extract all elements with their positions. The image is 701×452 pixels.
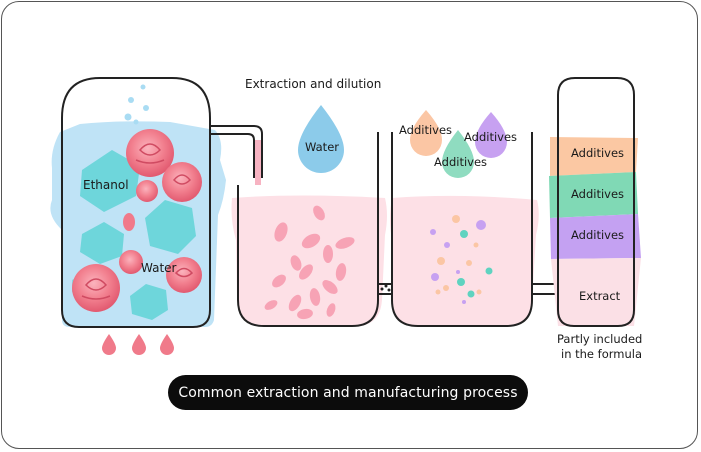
water-drop [298,105,344,173]
layer-teal [549,172,638,218]
layer-label-2: Additives [571,187,624,201]
water-drop-label: Water [305,140,339,154]
hexagon [80,150,140,212]
hexagon [80,222,124,264]
tank2-liquid [231,195,387,326]
ethanol-label: Ethanol [83,178,129,192]
hexagon [130,284,168,320]
petal [123,213,135,231]
additives-label-a: Additives [399,123,452,137]
note-line-2: in the formula [561,347,642,361]
maceration-tank: Ethanol Water [50,77,227,355]
rose [119,250,143,274]
layer-label-3: Additives [571,228,624,242]
rose [166,257,202,293]
extract-label: Extract [579,289,621,303]
rose [136,180,158,202]
process-caption: Common extraction and manufacturing proc… [168,375,528,410]
tank3-outline [391,132,533,327]
tank3-liquid [390,195,539,326]
rose-petals [264,205,355,320]
extraction-title: Extraction and dilution [245,77,381,91]
formula-tube: Additives Additives Additives Extract Pa… [549,77,642,361]
additive-drop-purple [475,112,507,158]
hexagon [145,200,196,254]
layer-label-1: Additives [571,146,624,160]
additive-particles [430,215,493,304]
tank1-outline [61,77,211,328]
note-line-1: Partly included [557,332,642,346]
rose [162,162,202,202]
tube-outline [557,77,635,327]
additive-drop-orange [410,110,442,156]
additive-drop-teal [442,130,474,178]
dilution-tank: Extraction and dilution Water [231,77,392,327]
rose [126,129,174,177]
rose [72,264,120,312]
layer-orange [550,137,638,176]
transfer-pipe [210,125,263,185]
tank2-outline [237,132,379,327]
additives-label-b: Additives [464,130,517,144]
rose-oil-drops [102,334,174,355]
bubbles [124,84,149,125]
additives-label-c: Additives [434,155,487,169]
strainer-connector [378,283,392,295]
layer-purple [550,214,641,259]
layer-pink [551,258,641,326]
water-label-tank1: Water [141,261,177,275]
mixing-tank: Additives Additives Additives [390,110,558,327]
